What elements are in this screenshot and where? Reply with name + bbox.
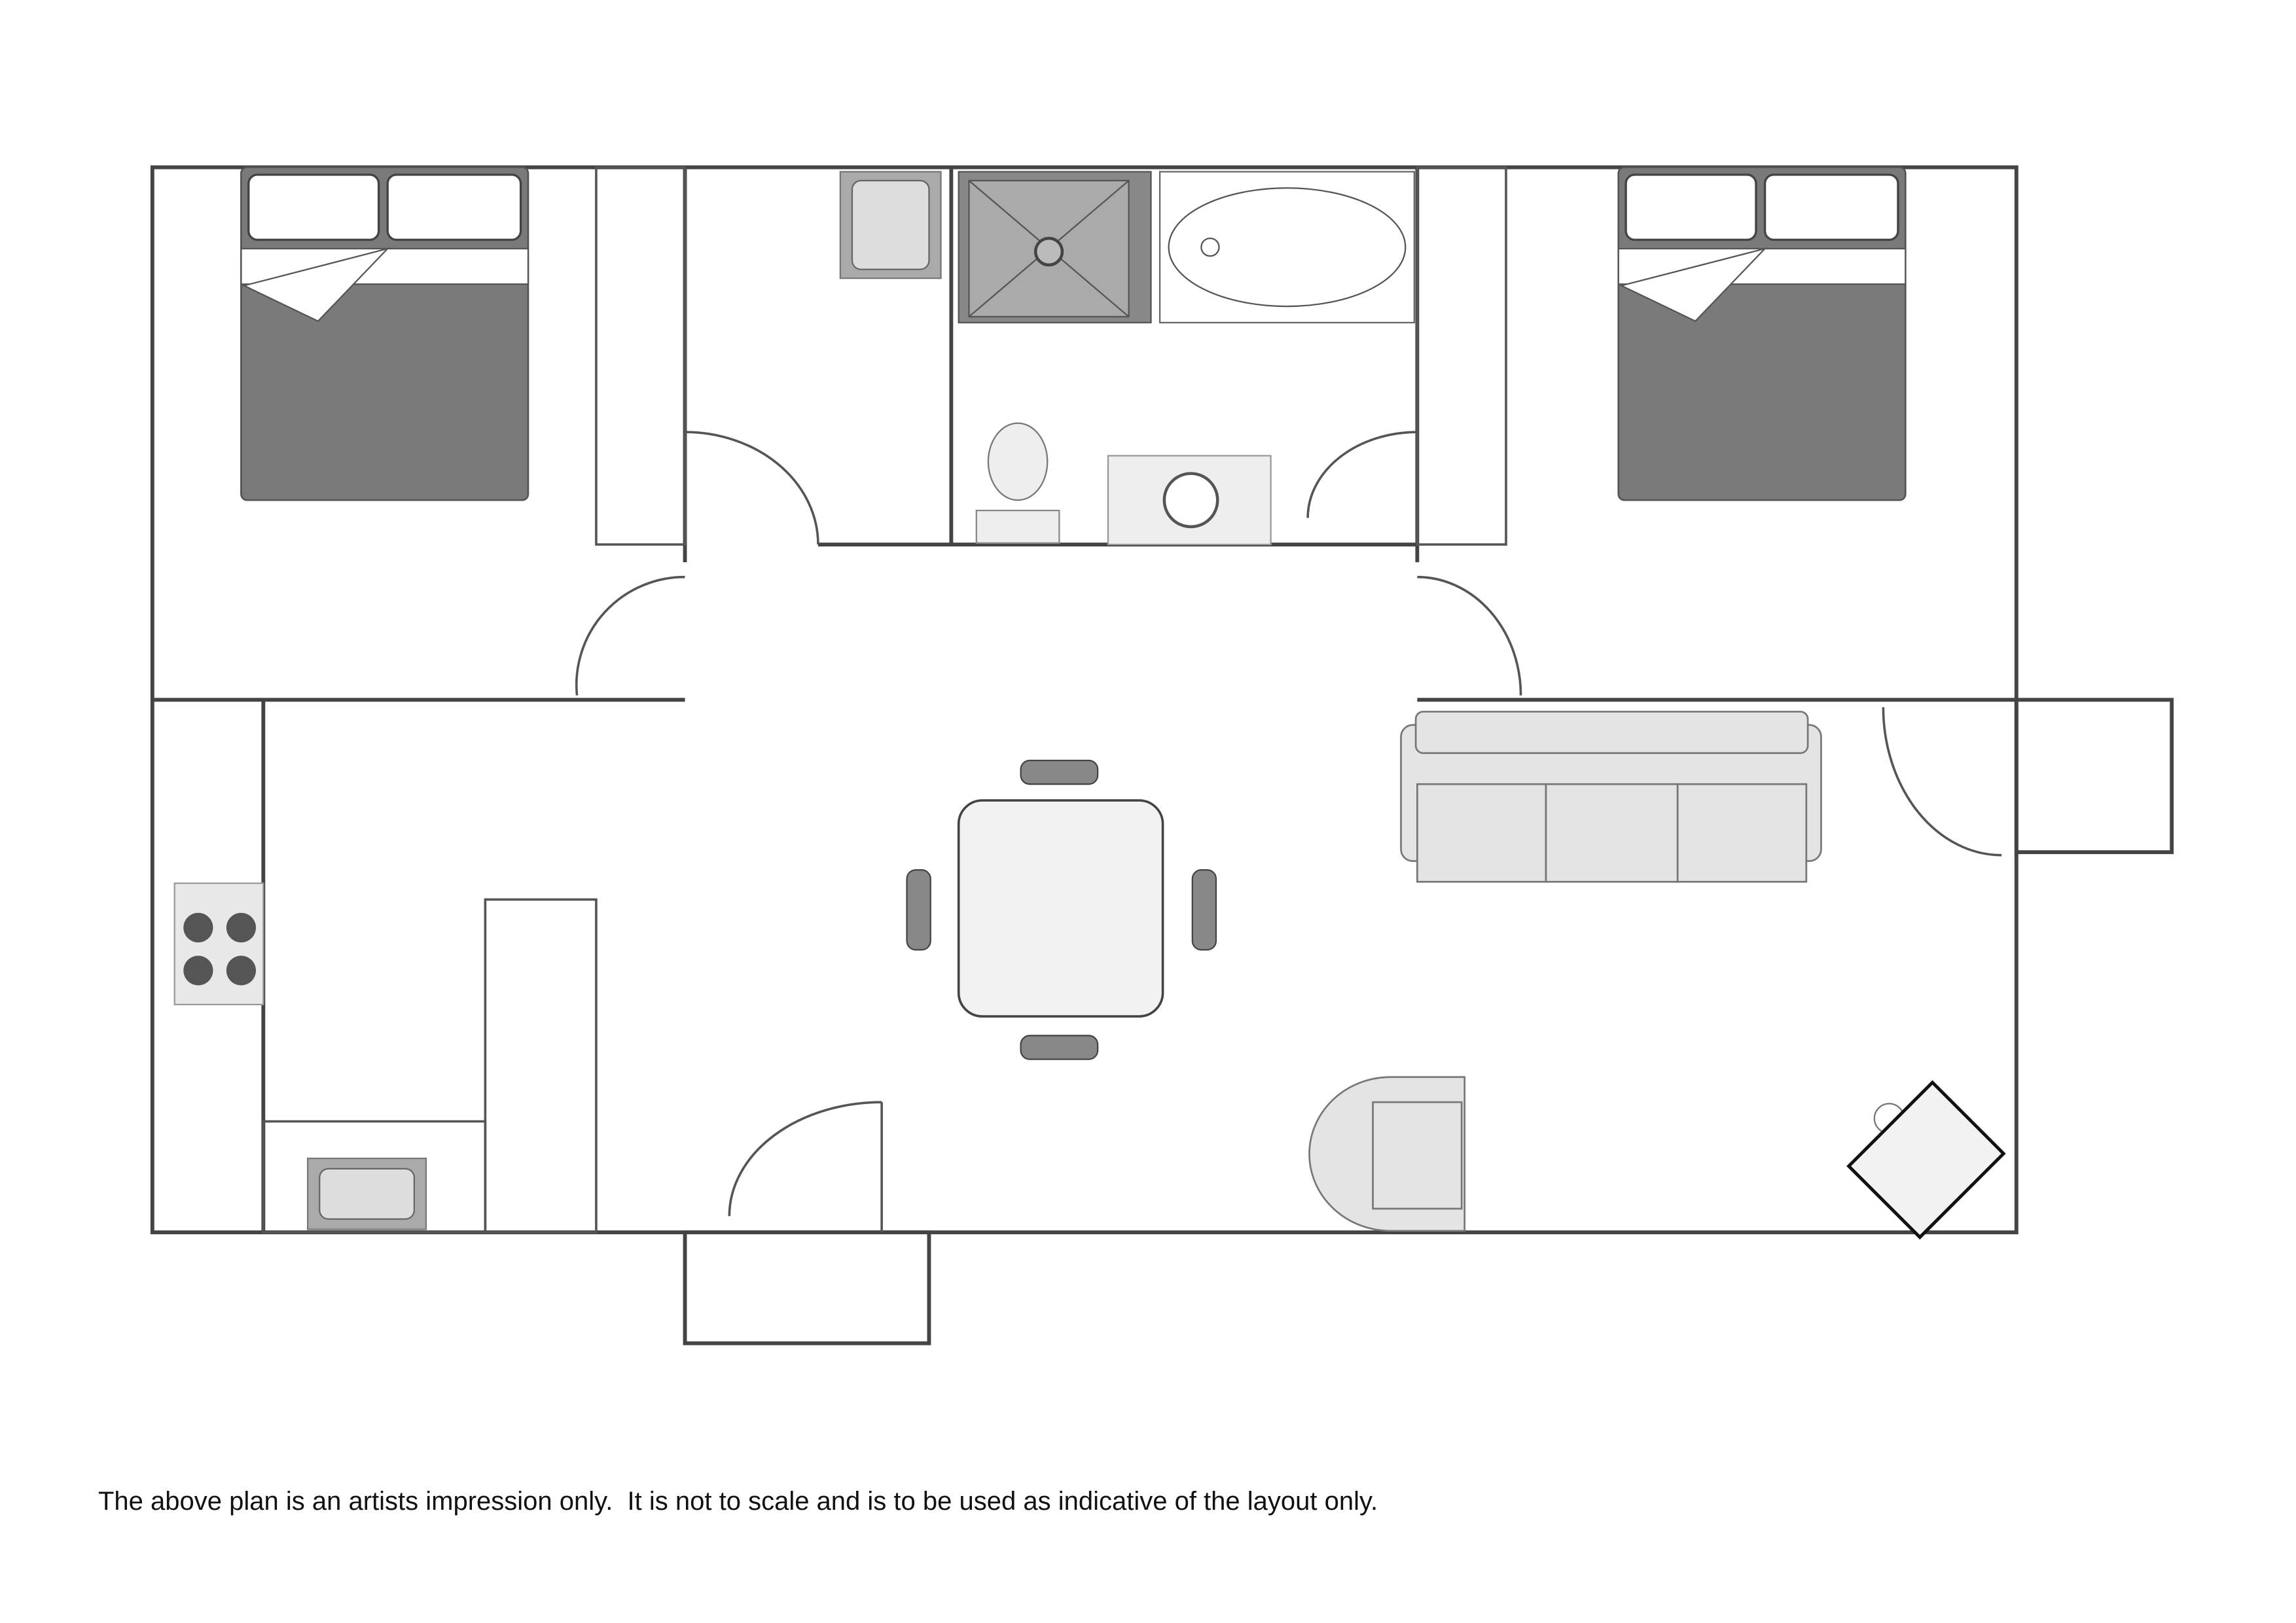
closet-left — [595, 166, 687, 546]
bed-left — [240, 166, 529, 501]
disclaimer-caption: The above plan is an artists impression … — [98, 1487, 1378, 1516]
dining-table — [906, 759, 1217, 1060]
walls — [150, 165, 2174, 1346]
side-porch — [2014, 698, 2174, 855]
closet-right — [1416, 166, 1507, 546]
bed-right — [1617, 166, 1907, 501]
armchair — [1308, 1076, 1466, 1232]
sofa — [1400, 711, 1822, 883]
desk — [1846, 1080, 2006, 1240]
sink-counter — [262, 1120, 487, 1234]
doors — [575, 431, 2002, 1233]
kitchen — [173, 882, 427, 1230]
kitchen-counter — [484, 898, 598, 1234]
bathroom-fixtures — [839, 171, 1415, 546]
front-porch — [683, 1230, 931, 1346]
